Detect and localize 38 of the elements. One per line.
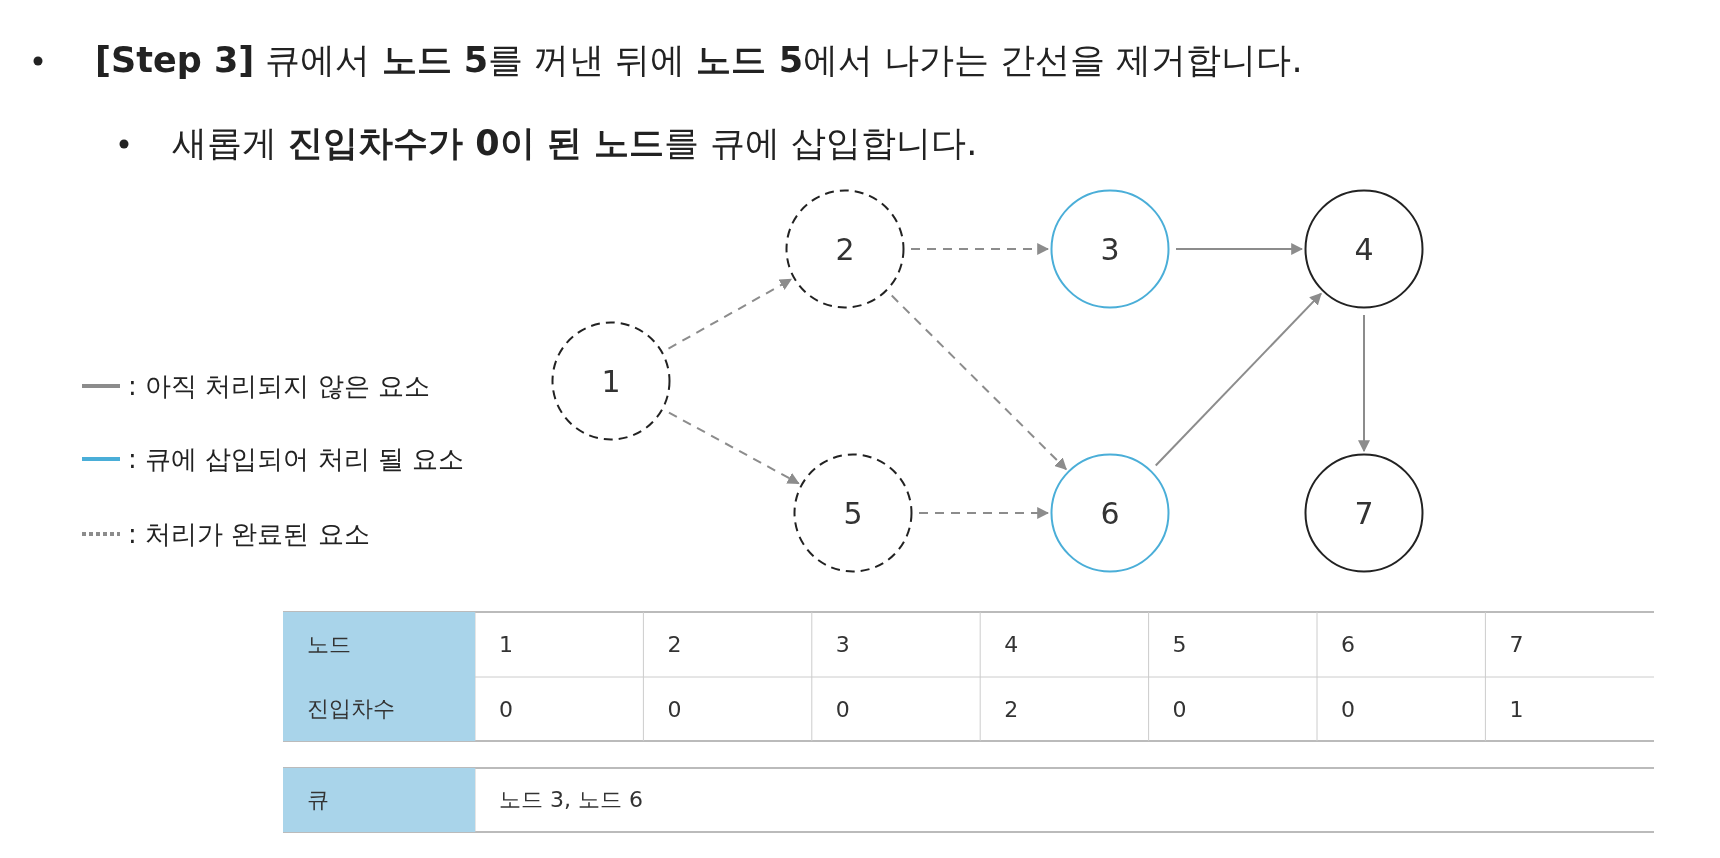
node-circle: 3 — [1050, 189, 1170, 309]
table-header-cell: 노드 — [283, 612, 475, 677]
arrow — [1358, 314, 1370, 453]
table-cell-text: 0 — [1340, 695, 1356, 724]
table-cell-text: 0 — [834, 695, 851, 724]
node-circle: 7 — [1304, 453, 1424, 573]
node-circle: 2 — [785, 189, 905, 309]
bullet-text: [Step 3] 큐에서 노드 5를 꺼낸 뒤에 노드 5에서 나가는 간선을 제거합니다. — [95, 39, 1303, 82]
table-cell-text: 6 — [1340, 631, 1356, 659]
table-cell-text: 0 — [1171, 695, 1188, 724]
arrow — [1154, 292, 1322, 467]
table-cell-text: 1 — [1508, 695, 1525, 724]
table-header-cell: 큐 — [283, 768, 475, 832]
arrow — [667, 411, 800, 485]
arrow — [1175, 243, 1304, 255]
table-header-cell: 진입차수 — [283, 677, 475, 741]
node-circle: 5 — [793, 453, 913, 573]
legend-text: : 아직 처리되지 않은 요소 — [128, 370, 430, 402]
node-circle: 6 — [1050, 453, 1170, 573]
arrow — [667, 278, 793, 350]
table-cell-text: 노드 3, 노드 6 — [498, 786, 644, 814]
table-cell-text: 2 — [666, 631, 683, 659]
table-cell-text: 4 — [1003, 631, 1020, 659]
table-cell-text: 1 — [498, 631, 514, 659]
table-cell-text: 0 — [498, 695, 514, 724]
table-cell-text: 5 — [1171, 631, 1188, 659]
table-cell-text: 3 — [834, 631, 851, 659]
node-circle: 4 — [1304, 189, 1424, 309]
table-cell-text: 0 — [666, 695, 683, 724]
legend-text: : 처리가 완료된 요소 — [128, 518, 370, 550]
arrow — [918, 507, 1050, 519]
arrow — [910, 243, 1050, 255]
legend-text: : 큐에 삽입되어 처리 될 요소 — [128, 443, 465, 475]
node-circle: 1 — [551, 321, 671, 441]
table-cell-text: 7 — [1508, 631, 1525, 659]
table-cell-text: 2 — [1003, 695, 1020, 724]
bullet-text: 새롭게 진입차수가 0이 된 노드를 큐에 삽입합니다. — [172, 122, 978, 165]
arrow — [890, 294, 1068, 471]
